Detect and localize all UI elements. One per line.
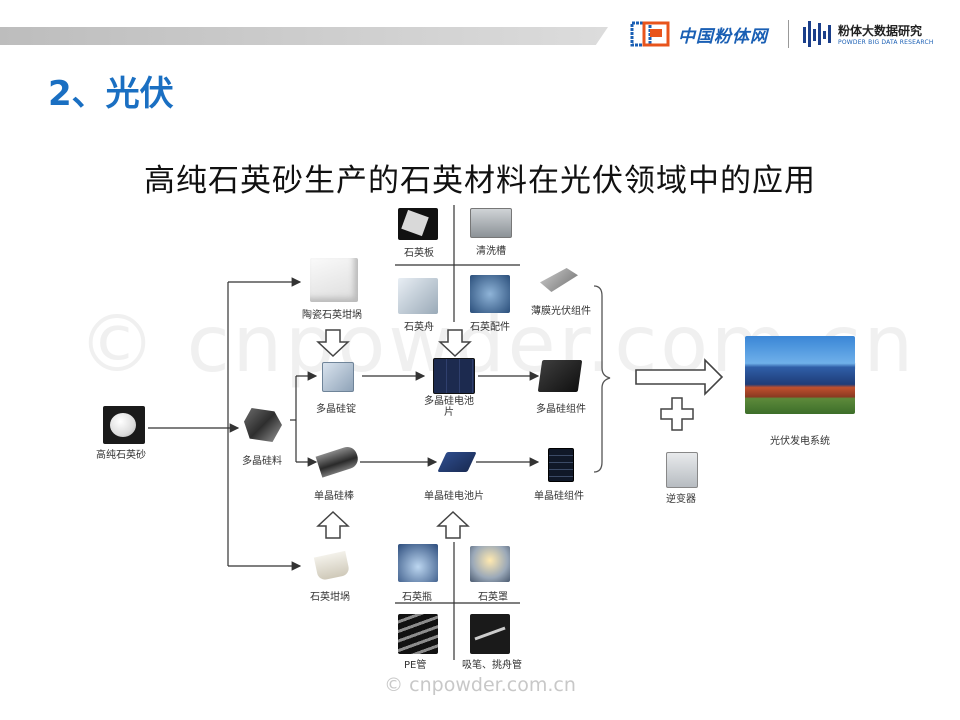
label-quartz-bottle: 石英瓶 bbox=[402, 592, 432, 603]
inverter-image bbox=[666, 452, 698, 488]
poly-cell-image bbox=[433, 358, 475, 394]
big-data-logo-subtitle: POWDER BIG DATA RESEARCH bbox=[838, 39, 934, 46]
label-mono-rod: 单晶硅棒 bbox=[314, 491, 354, 502]
label-quartz-sand: 高纯石英砂 bbox=[96, 450, 146, 461]
hollow-plus-sign bbox=[660, 397, 694, 431]
polysilicon-image bbox=[244, 408, 282, 442]
label-cleaning-tank: 清洗槽 bbox=[476, 246, 506, 257]
big-data-logo-title: 粉体大数据研究 bbox=[838, 24, 923, 38]
cleaning-tank-image bbox=[470, 208, 512, 238]
label-poly-cell: 多晶硅电池片 bbox=[424, 396, 474, 418]
main-title: 高纯石英砂生产的石英材料在光伏领域中的应用 bbox=[144, 163, 816, 199]
quartz-crucible-image bbox=[310, 546, 354, 584]
hollow-arrow-down-top-parts bbox=[438, 329, 472, 358]
quartz-parts-image bbox=[470, 275, 510, 313]
label-quartz-plate: 石英板 bbox=[404, 248, 434, 259]
grouping-brace bbox=[593, 285, 611, 473]
label-quartz-parts: 石英配件 bbox=[470, 322, 510, 333]
header-bar bbox=[0, 27, 608, 45]
pv-system-image bbox=[745, 336, 855, 414]
quartz-plate-image bbox=[398, 208, 438, 240]
label-pe-tube: PE管 bbox=[404, 660, 427, 671]
mono-module-image bbox=[548, 448, 574, 482]
quartz-bottle-image bbox=[398, 544, 438, 582]
quartz-cover-image bbox=[470, 546, 510, 582]
label-poly-module: 多晶硅组件 bbox=[536, 404, 586, 415]
cnpowder-logo-icon bbox=[630, 21, 670, 47]
label-quartz-boat: 石英舟 bbox=[404, 322, 434, 333]
label-pv-system: 光伏发电系统 bbox=[770, 436, 830, 447]
label-quartz-crucible: 石英坩埚 bbox=[310, 592, 350, 603]
big-data-logo: 粉体大数据研究 POWDER BIG DATA RESEARCH bbox=[802, 16, 952, 52]
label-mono-module: 单晶硅组件 bbox=[534, 491, 584, 502]
suction-pen-image bbox=[470, 614, 510, 654]
cnpowder-logo: 中国粉体网 bbox=[630, 16, 800, 52]
label-quartz-cover: 石英罩 bbox=[478, 592, 508, 603]
hollow-arrow-up-crucible bbox=[316, 510, 350, 539]
poly-ingot-image bbox=[322, 362, 354, 392]
section-title: 2、光伏 bbox=[48, 74, 174, 114]
ceramic-crucible-image bbox=[310, 258, 358, 302]
label-inverter: 逆变器 bbox=[666, 494, 696, 505]
label-poly-ingot: 多晶硅锭 bbox=[316, 404, 356, 415]
label-suction-pen: 吸笔、挑舟管 bbox=[462, 660, 522, 671]
label-thin-film-module: 薄膜光伏组件 bbox=[531, 306, 591, 317]
label-mono-cell: 单晶硅电池片 bbox=[424, 491, 484, 502]
quartz-boat-image bbox=[398, 278, 438, 314]
label-ceramic-crucible: 陶瓷石英坩埚 bbox=[302, 310, 362, 321]
hollow-arrow-down-crucible bbox=[316, 329, 350, 358]
label-polysilicon: 多晶硅料 bbox=[242, 456, 282, 467]
cnpowder-logo-text: 中国粉体网 bbox=[678, 26, 768, 47]
hollow-arrow-up-bottom-parts bbox=[436, 510, 470, 539]
footer-watermark: © cnpowder.com.cn bbox=[384, 674, 576, 696]
logo-separator bbox=[788, 20, 789, 48]
poly-module-image bbox=[537, 360, 583, 392]
quartz-sand-image bbox=[103, 406, 145, 444]
pe-tube-image bbox=[398, 614, 438, 654]
bar-code-logo-icon bbox=[803, 21, 831, 47]
hollow-arrow-to-pv-system bbox=[635, 358, 724, 396]
